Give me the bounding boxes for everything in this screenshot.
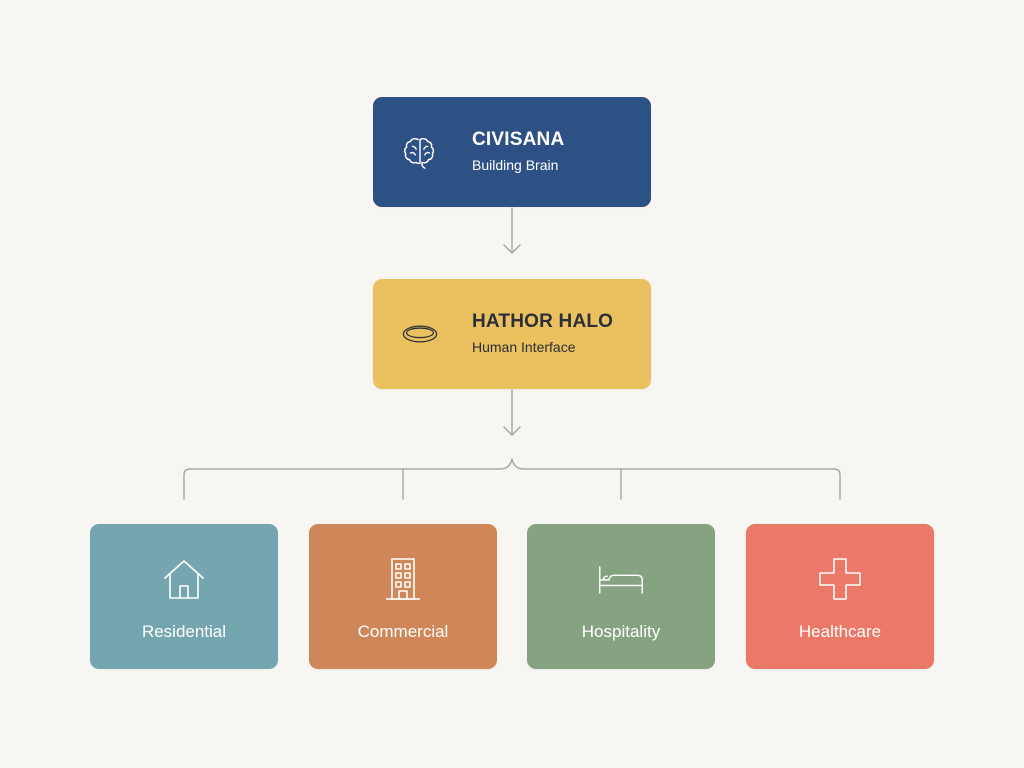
halo-ring-icon [401, 315, 439, 353]
office-building-icon [379, 556, 427, 602]
civisana-subtitle: Building Brain [472, 157, 559, 173]
house-icon [160, 556, 208, 602]
category-label: Hospitality [581, 622, 661, 641]
category-commercial: Commercial [309, 524, 497, 669]
brain-icon [401, 133, 439, 171]
category-healthcare: Healthcare [746, 524, 934, 669]
category-hospitality: Hospitality [527, 524, 715, 669]
category-bracket [183, 458, 841, 500]
category-label: Residential [141, 622, 227, 641]
civisana-node: CIVISANA Building Brain [373, 97, 651, 207]
hathor-halo-node: HATHOR HALO Human Interface [373, 279, 651, 389]
category-label: Healthcare [798, 622, 882, 641]
medical-cross-icon [816, 556, 864, 602]
civisana-title: CIVISANA [472, 129, 565, 150]
bed-icon [597, 556, 645, 602]
category-residential: Residential [90, 524, 278, 669]
category-label: Commercial [357, 622, 449, 641]
hathor-subtitle: Human Interface [472, 339, 576, 355]
hathor-title: HATHOR HALO [472, 311, 614, 332]
